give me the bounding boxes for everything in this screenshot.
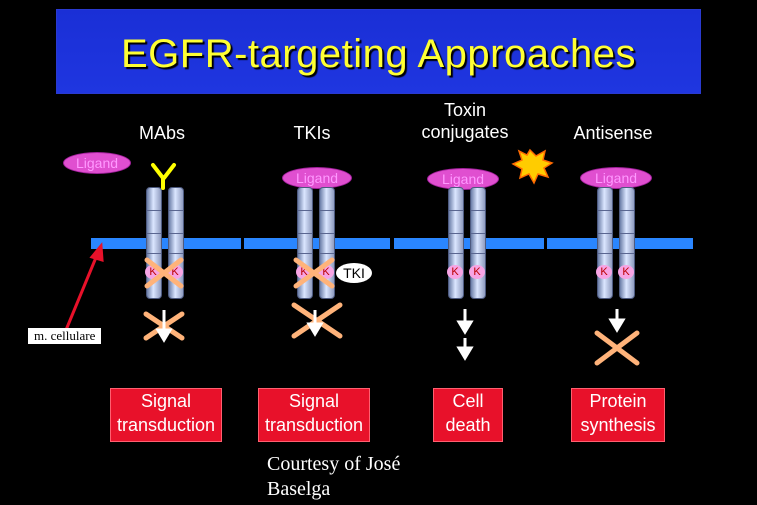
arrow-down-tkis [306, 310, 324, 337]
cell-membrane-1 [91, 238, 241, 249]
ligand-mabs: Ligand [63, 152, 131, 174]
page-title: EGFR-targeting Approaches [121, 32, 636, 76]
ligand-antisense: Ligand [580, 167, 652, 189]
kinase-toxin-right: K [469, 265, 485, 279]
header-mabs: MAbs [138, 123, 185, 143]
kinase-toxin-left: K [447, 265, 463, 279]
outcome-signal-transduction-tkis: Signal transduction [258, 388, 370, 442]
tki-inhibitor: TKI [336, 263, 372, 283]
toxin-star-icon [511, 148, 554, 185]
cross-kinase-mabs [144, 257, 184, 289]
arrow-down-mabs [155, 310, 173, 343]
header-antisense: Antisense [573, 123, 653, 143]
courtesy-credit: Courtesy of José Baselga [267, 453, 401, 500]
arrow-down-antisense [608, 309, 626, 333]
cross-kinase-tkis [293, 257, 335, 289]
membrane-label: m. cellulare [28, 328, 102, 344]
cell-membrane-2 [244, 238, 390, 249]
outcome-signal-transduction-mabs: Signal transduction [110, 388, 222, 442]
title-banner: EGFR-targeting Approaches [56, 9, 701, 94]
ligand-tkis: Ligand [282, 167, 352, 189]
arrow-down-toxin-1 [456, 309, 474, 335]
cross-signal-tkis [291, 302, 343, 339]
antibody-icon [151, 163, 176, 190]
cell-membrane-3 [394, 238, 544, 249]
header-tkis: TKIs [293, 123, 331, 143]
cross-protein-antisense [594, 330, 640, 366]
kinase-antisense-right: K [618, 265, 634, 279]
header-toxin-conjugates: Toxin conjugates [421, 100, 509, 142]
outcome-cell-death: Cell death [433, 388, 503, 442]
outcome-protein-synthesis: Protein synthesis [571, 388, 665, 442]
arrow-down-toxin-2 [456, 338, 474, 361]
membrane-pointer-arrow [64, 242, 104, 331]
kinase-antisense-left: K [596, 265, 612, 279]
